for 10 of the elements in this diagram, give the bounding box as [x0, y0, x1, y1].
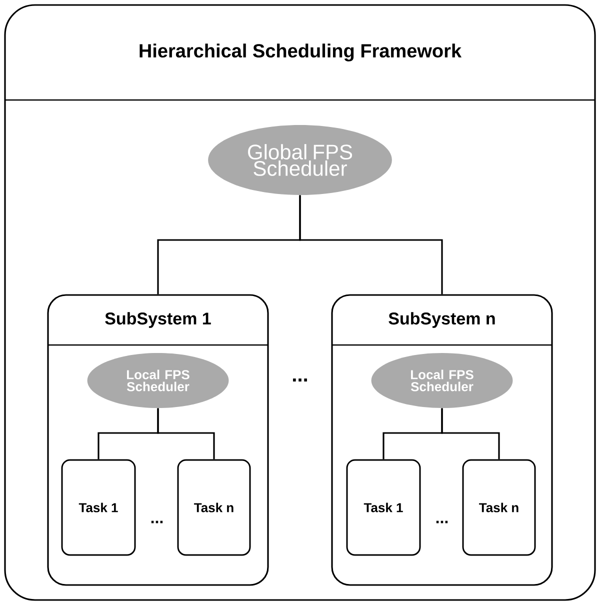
task-box: Task 1: [61, 459, 136, 556]
task-box: Task n: [462, 459, 536, 556]
ellipsis: ...: [151, 520, 163, 524]
connector-line: [441, 408, 500, 460]
task-box: Task n: [177, 459, 251, 556]
connector-line: [157, 408, 215, 460]
ellipsis: ...: [436, 520, 448, 524]
connector-line: [299, 195, 443, 294]
ellipsis: ...: [293, 378, 307, 382]
task-box: Task 1: [346, 459, 421, 556]
